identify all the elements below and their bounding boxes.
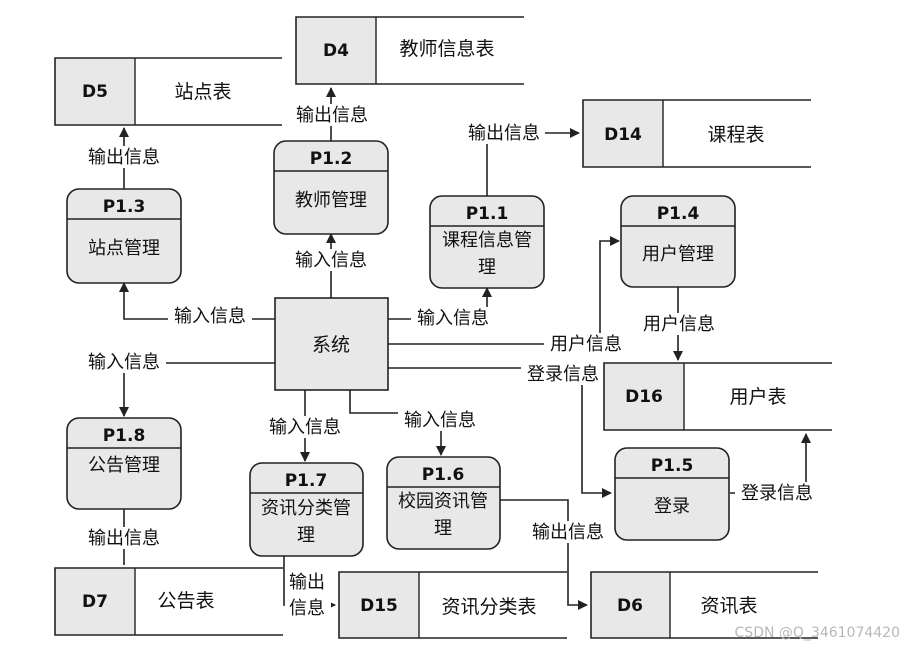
store-id: D16 — [625, 387, 663, 407]
flow-label-sys-to-p17: 输入信息 — [269, 417, 341, 438]
flow-label-sys-to-p11: 输入信息 — [417, 308, 489, 329]
store-d4: D4 教师信息表 — [295, 16, 524, 85]
flow-label-sys-to-p16: 输入信息 — [404, 410, 476, 431]
process-id: P1.1 — [466, 204, 509, 224]
watermark: CSDN @Q_3461074420 — [734, 625, 900, 641]
system-label: 系统 — [312, 334, 350, 356]
store-d16: D16 用户表 — [603, 362, 832, 431]
store-name: 资讯表 — [700, 595, 757, 617]
flow-label-p12-to-d4: 输出信息 — [296, 105, 368, 126]
process-name: 登录 — [654, 496, 690, 517]
flow-label-sys-to-p12: 输入信息 — [295, 250, 367, 271]
process-p1-4: P1.4 用户管理 — [620, 195, 736, 288]
flow-label-sys-to-p13: 输入信息 — [174, 306, 246, 327]
flow-label-p18-to-d7: 输出信息 — [88, 528, 160, 549]
process-name-line2: 理 — [478, 257, 496, 278]
flow-label-p17-to-d15-line1: 输出 — [289, 572, 325, 593]
flow-label-p15-to-d16: 登录信息 — [741, 483, 813, 504]
process-p1-5: P1.5 登录 — [614, 447, 730, 541]
process-p1-2: P1.2 教师管理 — [273, 140, 389, 235]
flow-p16-to-d6 — [500, 499, 588, 610]
store-d5: D5 站点表 — [54, 57, 282, 126]
flow-sys-to-p14 — [388, 236, 620, 345]
store-d7: D7 公告表 — [54, 567, 283, 636]
flow-labels: 输出信息 输出信息 输出信息 输入信息 输入信息 输入信息 用户信息 用户信息 … — [82, 104, 819, 619]
process-name: 公告管理 — [88, 455, 160, 476]
store-id: D7 — [82, 592, 108, 612]
process-id: P1.4 — [657, 204, 700, 224]
store-id: D14 — [604, 125, 642, 145]
process-name-line2: 理 — [297, 525, 315, 546]
store-id: D5 — [82, 82, 108, 102]
store-name: 教师信息表 — [399, 38, 494, 60]
process-name: 教师管理 — [295, 190, 367, 211]
process-name-line1: 资讯分类管 — [261, 498, 351, 519]
flow-sys-to-p15 — [388, 367, 612, 498]
process-name-line1: 校园资讯管 — [398, 491, 488, 512]
process-id: P1.8 — [103, 426, 146, 446]
store-name: 公告表 — [157, 590, 214, 612]
store-d14: D14 课程表 — [582, 99, 811, 168]
process-p1-3: P1.3 站点管理 — [66, 188, 182, 284]
flow-label-p14-to-d16: 用户信息 — [643, 314, 715, 335]
store-id: D6 — [617, 596, 643, 616]
process-name-line2: 理 — [434, 518, 452, 539]
store-name: 用户表 — [729, 386, 786, 408]
process-p1-1: P1.1 课程信息管 理 — [429, 195, 545, 289]
process-name: 站点管理 — [88, 238, 160, 259]
flow-label-sys-to-p15: 登录信息 — [527, 364, 599, 385]
system-entity: 系统 — [274, 297, 389, 391]
process-id: P1.5 — [651, 456, 694, 476]
store-d15: D15 资讯分类表 — [338, 571, 567, 639]
process-id: P1.2 — [310, 149, 353, 169]
flow-label-p11-to-d14: 输出信息 — [468, 123, 540, 144]
flow-label-p17-to-d15-line2: 信息 — [289, 598, 325, 619]
process-name: 用户管理 — [642, 244, 714, 265]
store-id: D15 — [360, 596, 398, 616]
store-id: D4 — [323, 41, 349, 61]
process-p1-8: P1.8 公告管理 — [66, 417, 182, 510]
process-p1-7: P1.7 资讯分类管 理 — [249, 462, 364, 557]
store-name: 资讯分类表 — [441, 596, 536, 618]
process-id: P1.6 — [422, 465, 465, 485]
process-id: P1.3 — [103, 197, 146, 217]
flow-label-sys-to-p18: 输入信息 — [88, 352, 160, 373]
flow-label-p16-to-d6: 输出信息 — [532, 522, 604, 543]
flow-sys-to-p16 — [349, 390, 446, 456]
store-name: 课程表 — [707, 124, 764, 146]
flow-label-sys-to-p14: 用户信息 — [550, 334, 622, 355]
process-id: P1.7 — [285, 471, 328, 491]
store-name: 站点表 — [174, 81, 231, 103]
process-p1-6: P1.6 校园资讯管 理 — [386, 456, 501, 550]
flow-label-p13-to-d5: 输出信息 — [88, 147, 160, 168]
store-d6: D6 资讯表 — [590, 571, 818, 639]
process-name-line1: 课程信息管 — [442, 230, 532, 251]
